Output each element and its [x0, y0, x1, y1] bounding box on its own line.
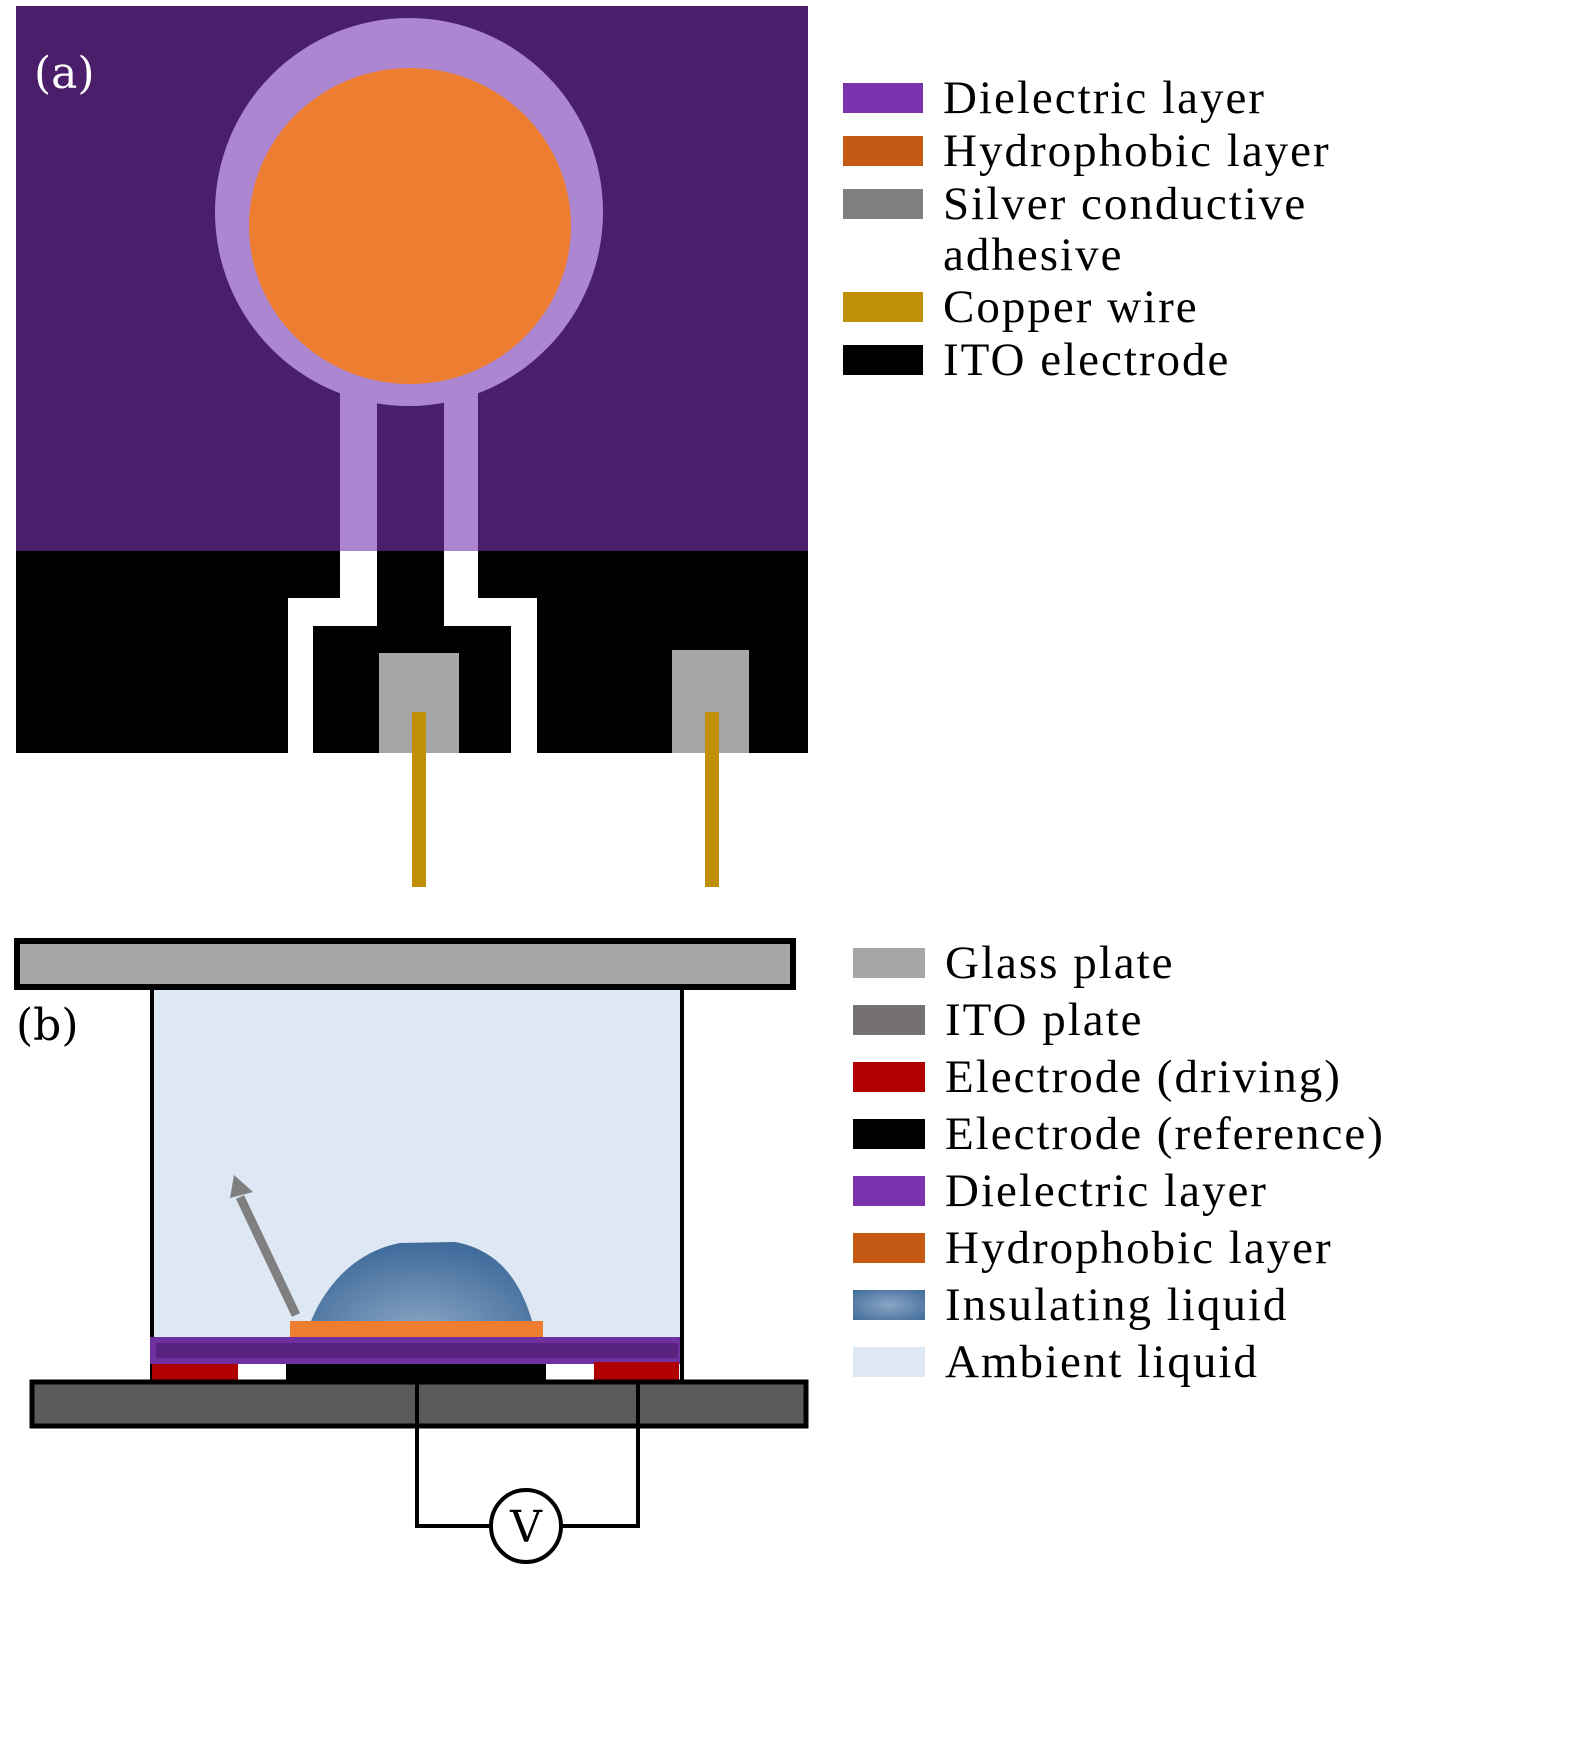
legend-label: ITO electrode	[943, 334, 1231, 386]
legend-item-silver-adhesive: Silver conductive	[843, 176, 1307, 232]
legend-label: Ambient liquid	[945, 1336, 1259, 1388]
legend-label: Electrode (driving)	[945, 1051, 1342, 1103]
glass-plate	[14, 938, 796, 990]
legend-label: Electrode (reference)	[945, 1108, 1385, 1160]
silver-swatch	[843, 189, 923, 219]
insulating-swatch	[853, 1290, 925, 1320]
legend-label: Insulating liquid	[945, 1279, 1289, 1331]
hydrophobic-layer	[290, 1321, 543, 1338]
copper-swatch	[843, 292, 923, 322]
dielectric-swatch	[853, 1176, 925, 1206]
ring-lead-left	[340, 370, 377, 551]
legend-label: Hydrophobic layer	[943, 125, 1331, 177]
circuit-wire	[415, 1382, 490, 1528]
dielectric-layer-inner	[156, 1343, 678, 1358]
legend-label: Copper wire	[943, 281, 1199, 333]
etched-gap-right	[444, 551, 537, 753]
legend-item-ambient-liquid: Ambient liquid	[853, 1334, 1259, 1390]
legend-label: ITO plate	[945, 994, 1144, 1046]
hydrophobic-swatch	[843, 136, 923, 166]
legend-item-insulating-liquid: Insulating liquid	[853, 1277, 1288, 1333]
ring-lead-right	[444, 370, 478, 551]
legend-item-glass-plate: Glass plate	[853, 935, 1175, 991]
copper-wire-right	[705, 712, 719, 887]
legend-item-electrode-driving: Electrode (driving)	[853, 1049, 1342, 1105]
hydrophobic-swatch	[853, 1233, 925, 1263]
legend-item-silver-adhesive-cont: adhesive	[843, 227, 1123, 283]
ito-plate-swatch	[853, 1005, 925, 1035]
driving-swatch	[853, 1062, 925, 1092]
legend-label: Glass plate	[945, 937, 1175, 989]
legend-item-ito-plate: ITO plate	[853, 992, 1144, 1048]
panel-b-diagram: V (b)	[14, 938, 809, 1564]
legend-label: adhesive	[943, 229, 1124, 281]
circuit-wire-right	[562, 1382, 640, 1528]
legend-label: Hydrophobic layer	[945, 1222, 1333, 1274]
electrode-reference	[286, 1364, 546, 1382]
ito-swatch	[843, 345, 923, 375]
electrode-driving-left	[152, 1364, 238, 1382]
legend-label: Dielectric layer	[945, 1165, 1268, 1217]
legend-item-electrode-reference: Electrode (reference)	[853, 1106, 1385, 1162]
legend-label: Dielectric layer	[943, 72, 1266, 124]
etched-gap-left	[288, 551, 377, 753]
legend-item-hydrophobic-layer: Hydrophobic layer	[853, 1220, 1333, 1276]
panel-b-label: (b)	[16, 1000, 79, 1051]
panel-a-diagram: (a)	[16, 6, 808, 887]
dielectric-swatch	[843, 83, 923, 113]
legend-item-ito-electrode: ITO electrode	[843, 332, 1230, 388]
arrow-head	[230, 1175, 253, 1198]
panel-a-label: (a)	[34, 48, 95, 99]
voltage-symbol: V	[509, 1502, 543, 1553]
hydrophobic-disk	[249, 68, 571, 384]
legend-item-dielectric-layer: Dielectric layer	[853, 1163, 1268, 1219]
ambient-swatch	[853, 1347, 925, 1377]
reference-swatch	[853, 1119, 925, 1149]
electrode-gap-left	[238, 1364, 286, 1380]
legend-item-hydrophobic-layer: Hydrophobic layer	[843, 123, 1331, 179]
glass-swatch	[853, 948, 925, 978]
copper-wire-left	[412, 712, 426, 887]
voltage-source-icon	[489, 1488, 563, 1564]
electrode-driving-right	[594, 1362, 679, 1382]
legend-item-copper-wire: Copper wire	[843, 279, 1199, 335]
legend-label: Silver conductive	[943, 178, 1308, 230]
electrode-gap-right	[546, 1364, 594, 1380]
legend-item-dielectric-layer: Dielectric layer	[843, 70, 1266, 126]
contact-angle-arrow	[235, 1195, 301, 1317]
